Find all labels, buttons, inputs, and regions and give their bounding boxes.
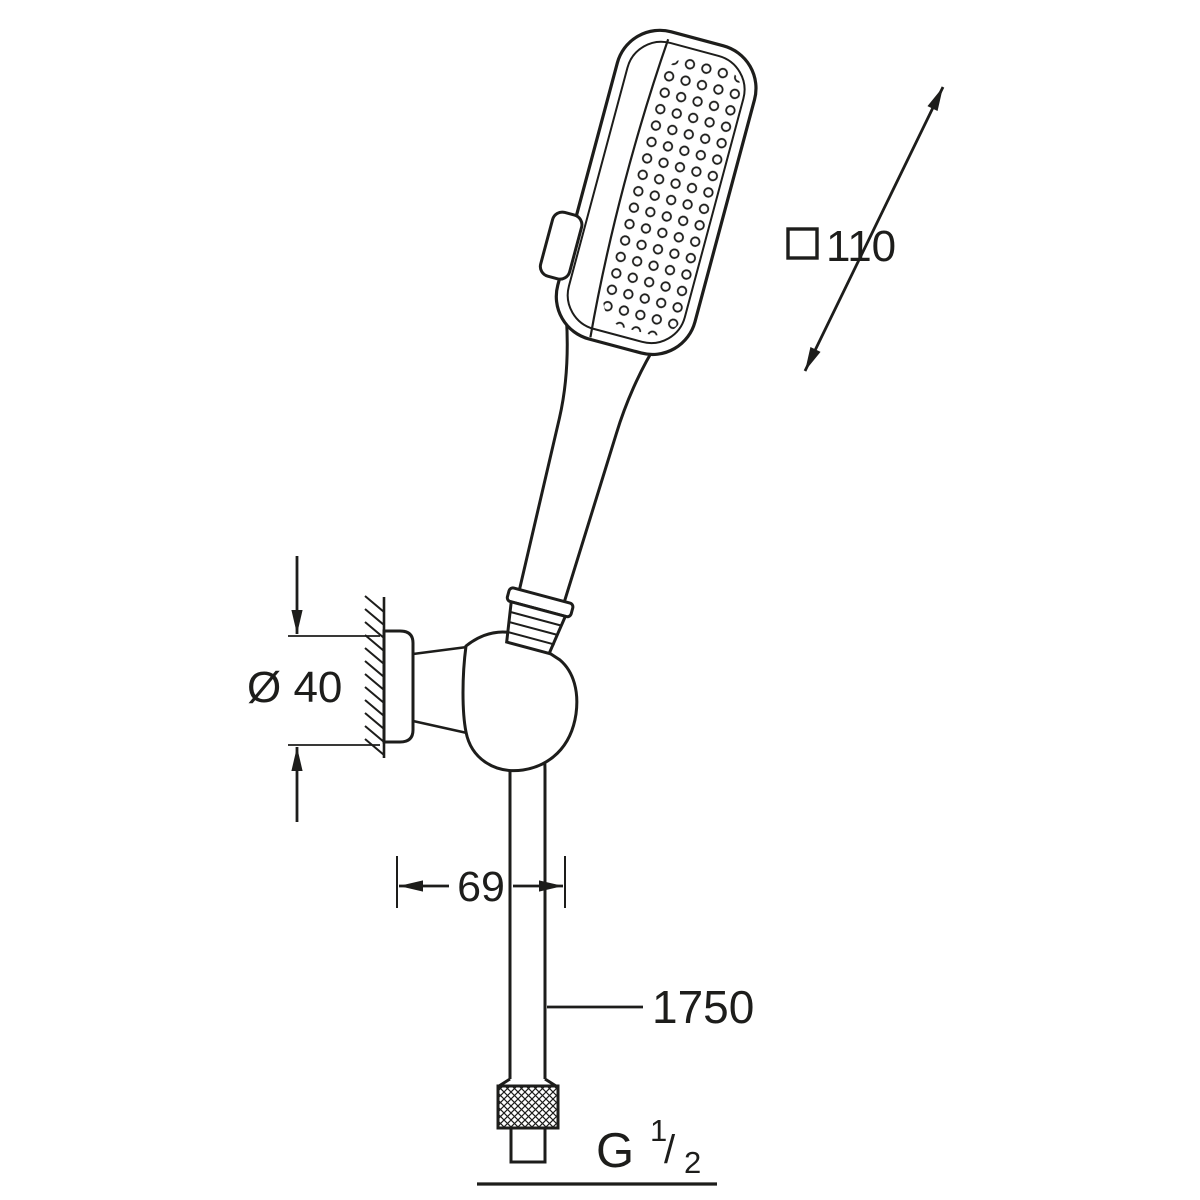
holder-diameter-label: Ø 40 [247, 663, 342, 712]
wall-hatching [364, 595, 385, 756]
holder-projection-label: 69 [457, 863, 505, 911]
hose-length-label: 1750 [652, 981, 754, 1033]
hose-nut [496, 1084, 560, 1130]
thread-numerator: 1 [650, 1113, 667, 1148]
dimension-holder-projection: 69 [396, 856, 566, 911]
hose-connector [496, 1077, 560, 1164]
thread-slash: / [664, 1128, 676, 1172]
head-divider-line [589, 38, 670, 338]
shower-handle [516, 316, 660, 611]
holder-wall-plate [382, 629, 415, 744]
holder-arm-top-line [412, 645, 468, 656]
dimension-holder-diameter: Ø 40 [247, 556, 380, 822]
dimension-thread: G 1 / 2 [477, 1113, 717, 1186]
head-inner-rim [566, 40, 746, 345]
thread-denominator: 2 [684, 1145, 701, 1180]
holder-cup [461, 630, 579, 773]
control-button [538, 210, 584, 281]
thread-label: G 1 / 2 [596, 1113, 701, 1180]
spray-face [603, 58, 742, 336]
head-size-dimension-line [803, 86, 945, 372]
hose-end-fitting [509, 1126, 547, 1164]
hand-shower [505, 28, 758, 656]
wall-mount [364, 595, 468, 758]
holder-arm-bottom-line [412, 719, 468, 735]
head-size-label: 110 [826, 222, 896, 271]
dimension-head-size: 110 [786, 86, 945, 372]
thread-g: G [596, 1124, 634, 1178]
connector-ribs [506, 610, 563, 646]
dimension-hose-length: 1750 [547, 981, 754, 1033]
square-symbol [786, 227, 819, 260]
